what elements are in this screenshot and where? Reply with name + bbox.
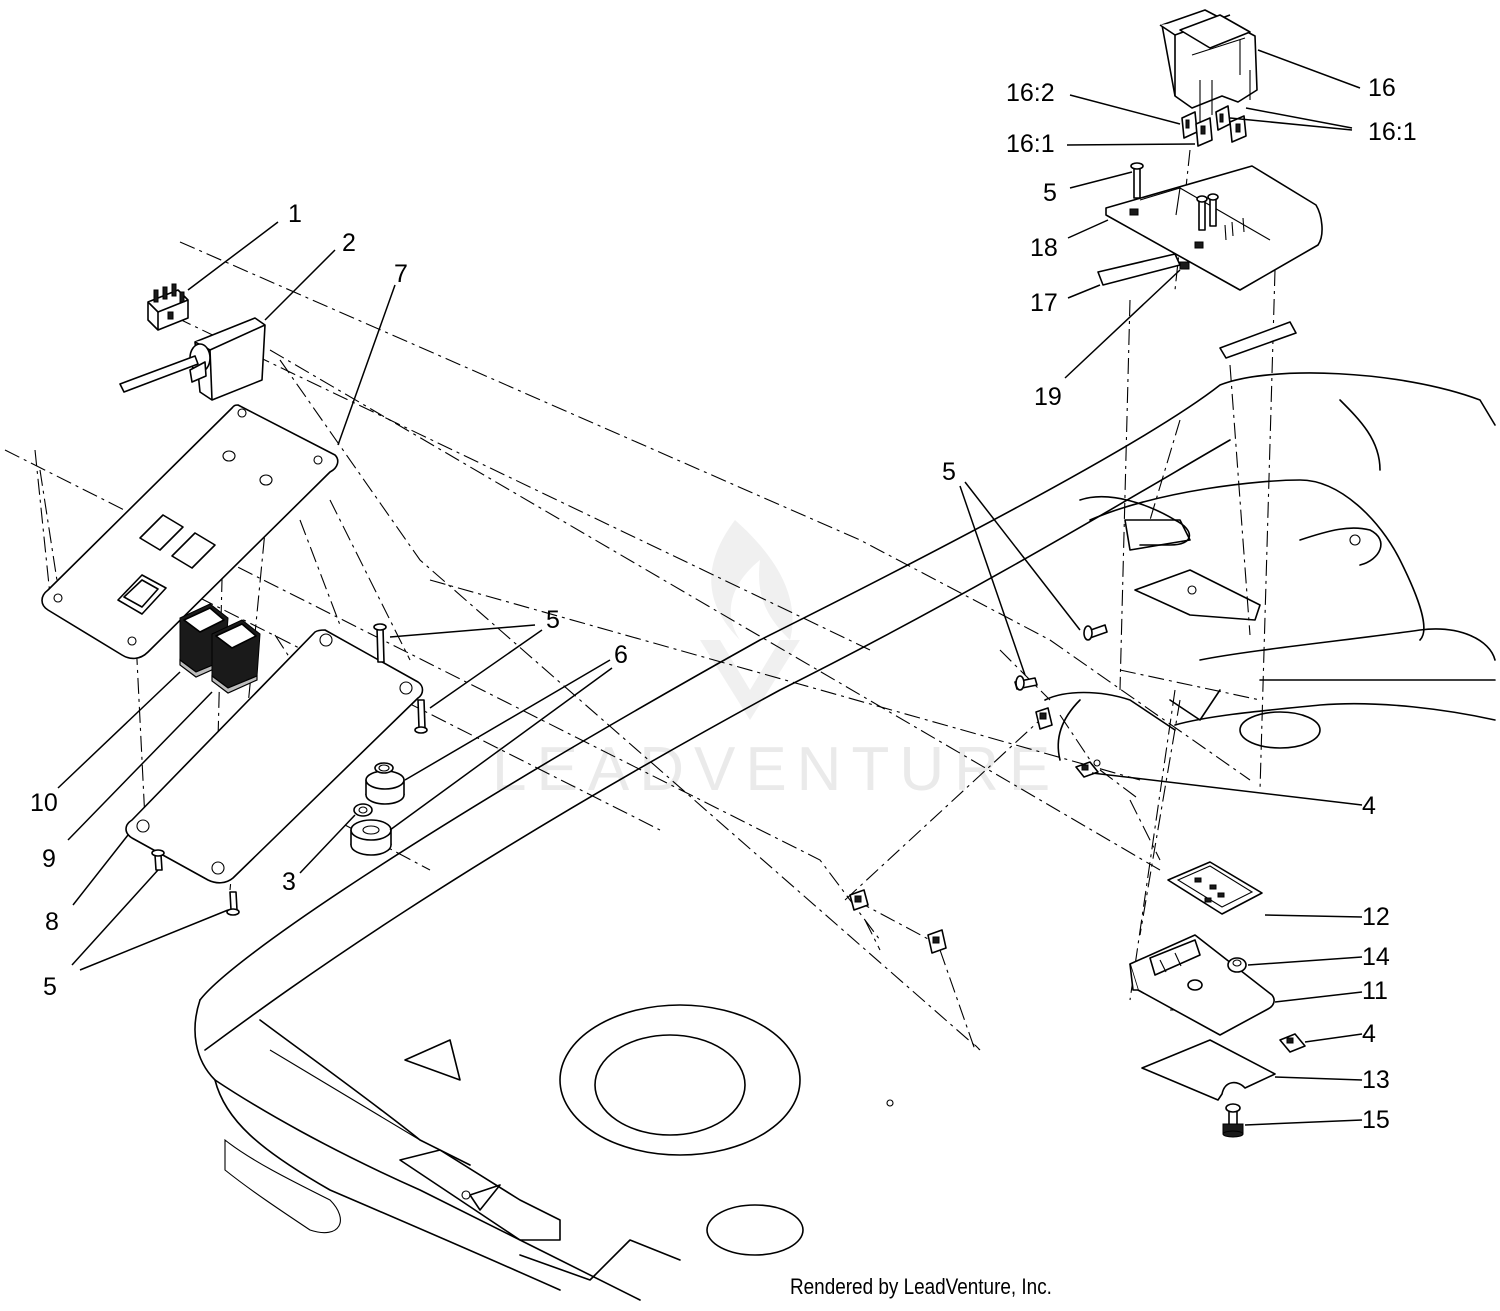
part-16-fuse-block <box>1159 9 1258 125</box>
callout-7: 7 <box>394 260 408 288</box>
callout-16-1-left: 16:1 <box>1006 130 1055 158</box>
part-7-upper-panel <box>41 404 339 660</box>
part-6-plug-upper <box>365 762 405 805</box>
callout-labels: 1 2 7 5 6 3 10 9 8 5 5 4 16 16:2 16:1 16… <box>30 74 1417 1134</box>
part-18-bracket <box>1105 165 1323 291</box>
callout-1: 1 <box>288 200 302 228</box>
screws-5-center <box>1014 624 1108 691</box>
part-16-fuses <box>1181 105 1247 147</box>
callout-4-lower: 4 <box>1362 1020 1376 1048</box>
part-13-gasket <box>1141 1039 1276 1101</box>
callout-16-1-right: 16:1 <box>1368 118 1417 146</box>
callout-13: 13 <box>1362 1066 1390 1094</box>
part-15-knob <box>1222 1103 1244 1138</box>
part-9-switch <box>211 619 261 694</box>
screws-5-left <box>151 623 428 916</box>
part-11-cover <box>1129 934 1275 1036</box>
part-1-connector <box>147 283 189 331</box>
callout-18: 18 <box>1030 234 1058 262</box>
callout-16-2: 16:2 <box>1006 79 1055 107</box>
callout-12: 12 <box>1362 903 1390 931</box>
callout-3: 3 <box>282 868 296 896</box>
callout-2: 2 <box>342 229 356 257</box>
callout-19: 19 <box>1034 383 1062 411</box>
callout-11: 11 <box>1362 977 1388 1005</box>
callout-9: 9 <box>42 845 56 873</box>
part-12-label <box>1167 861 1263 915</box>
callout-14: 14 <box>1362 943 1390 971</box>
callout-5-bottom-left: 5 <box>43 973 57 1001</box>
alignment-lines <box>4 149 1276 1051</box>
callout-15: 15 <box>1362 1106 1390 1134</box>
part-17-strip <box>1097 253 1181 286</box>
callout-17: 17 <box>1030 289 1058 317</box>
part-4-clip-lower <box>1279 1033 1306 1053</box>
callout-8: 8 <box>45 908 59 936</box>
render-credit: Rendered by LeadVenture, Inc. <box>790 1274 1052 1299</box>
callout-5-top: 5 <box>1043 179 1057 207</box>
screws-5-top <box>1130 162 1219 231</box>
callout-5-center: 5 <box>942 458 956 486</box>
watermark-text: LEADVENTURE <box>492 735 1060 804</box>
part-14-nut <box>1227 957 1247 973</box>
callout-5: 5 <box>546 606 560 634</box>
callout-4: 4 <box>1362 792 1376 820</box>
callout-16: 16 <box>1368 74 1396 102</box>
callout-10: 10 <box>30 789 58 817</box>
part-3-nut <box>353 803 373 817</box>
part-6-plug-lower <box>350 819 392 856</box>
part-8-lower-panel <box>125 629 424 884</box>
part-17-strip-lower <box>1219 321 1297 359</box>
part-2-key-switch <box>119 317 266 401</box>
callout-6: 6 <box>614 641 628 669</box>
deck-body <box>194 372 1496 1301</box>
leader-lines <box>57 49 1363 1126</box>
